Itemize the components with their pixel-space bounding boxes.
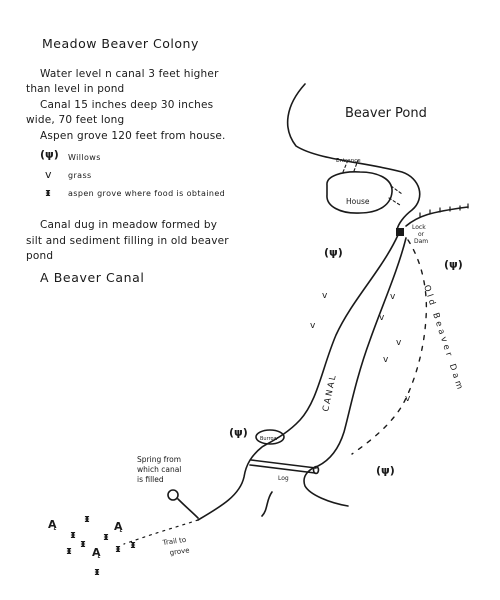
log-label: Log: [278, 475, 289, 482]
house-exit-tunnel: [388, 185, 403, 206]
pond-label: Beaver Pond: [345, 106, 427, 121]
aspen-icon: ᵻ: [130, 538, 136, 551]
aspen-icon: ᵻ: [115, 542, 121, 555]
note-water-level-1: Water level n canal 3 feet higher: [40, 68, 219, 80]
note-water-level-2: than level in pond: [26, 83, 125, 95]
grass-icon: v: [396, 338, 402, 348]
note-canal-size-1: Canal 15 inches deep 30 inches: [40, 99, 214, 111]
legend-aspen-label: aspen grove where food is obtained: [68, 189, 226, 198]
willows-legend-icon: (ψ): [40, 148, 59, 161]
old-beaver-dam: [351, 239, 428, 455]
canal-west-bank: [197, 234, 399, 521]
lock-label-1: Lock: [412, 224, 426, 231]
aspen-icon: ᵻ: [103, 530, 109, 543]
willow-icon: (ψ): [229, 426, 248, 439]
legend-grass-label: grass: [68, 171, 92, 180]
willow-icon: (ψ): [444, 258, 463, 271]
entrance-tunnel: [342, 159, 359, 173]
grass-icon: v: [379, 313, 385, 323]
spring-label-2: which canal: [137, 465, 181, 474]
grass-icon: v: [383, 355, 389, 365]
trail-label-2: grove: [169, 546, 190, 557]
old-dam-label: Old Beaver Dam: [421, 284, 465, 394]
aspen-icon: ᵻ: [80, 537, 86, 550]
aspen-legend-icon: ᵻ: [45, 186, 51, 199]
lock-label-3: Dam: [414, 238, 428, 245]
entrance-label: Entrance: [336, 158, 361, 164]
trail-label-1: Trail to: [161, 536, 186, 547]
grass-icon: v: [390, 292, 396, 302]
aspen-icon: Ą: [92, 546, 101, 559]
spring: [167, 489, 179, 501]
legend-willows-label: Willows: [68, 153, 101, 162]
aspen-icon: Ą: [114, 520, 123, 533]
grass-icon: v: [405, 394, 411, 404]
lock-label-2: or: [418, 231, 425, 238]
note-canal-origin-3: pond: [26, 250, 54, 262]
aspen-icon: ᵻ: [94, 565, 100, 578]
canal-label: CANAL: [321, 373, 339, 413]
note-aspen-distance: Aspen grove 120 feet from house.: [40, 130, 226, 142]
pond-shoreline: [286, 83, 421, 231]
note-canal-size-2: wide, 70 feet long: [26, 114, 125, 126]
aspen-icon: ᵻ: [66, 544, 72, 557]
spring-label-3: is filled: [137, 475, 164, 484]
house-label: House: [346, 197, 370, 206]
canal-east-bank: [303, 237, 407, 507]
diagram-subtitle: A Beaver Canal: [40, 270, 145, 285]
pond-shore-east: [405, 206, 469, 227]
shore-ticks: [419, 203, 469, 218]
aspen-icon: Ą: [48, 518, 57, 531]
beaver-house: [326, 171, 393, 214]
diagram-title: Meadow Beaver Colony: [42, 36, 199, 51]
spring-label-1: Spring from: [137, 455, 181, 464]
burrow: [255, 429, 285, 445]
willow-icon: (ψ): [376, 464, 395, 477]
grass-icon: v: [322, 291, 328, 301]
aspen-icon: ᵻ: [70, 528, 76, 541]
lock-dam: [396, 228, 404, 236]
grass-icon: v: [310, 321, 316, 331]
note-canal-origin-1: Canal dug in meadow formed by: [40, 219, 218, 231]
note-canal-origin-2: silt and sediment filling in old beaver: [26, 235, 229, 247]
grass-legend-icon: v: [45, 168, 52, 181]
meadow-edge: [261, 491, 273, 517]
willow-icon: (ψ): [324, 246, 343, 259]
log: [249, 459, 317, 474]
aspen-icon: ᵻ: [84, 512, 90, 525]
burrow-label: Burrow: [260, 436, 278, 442]
